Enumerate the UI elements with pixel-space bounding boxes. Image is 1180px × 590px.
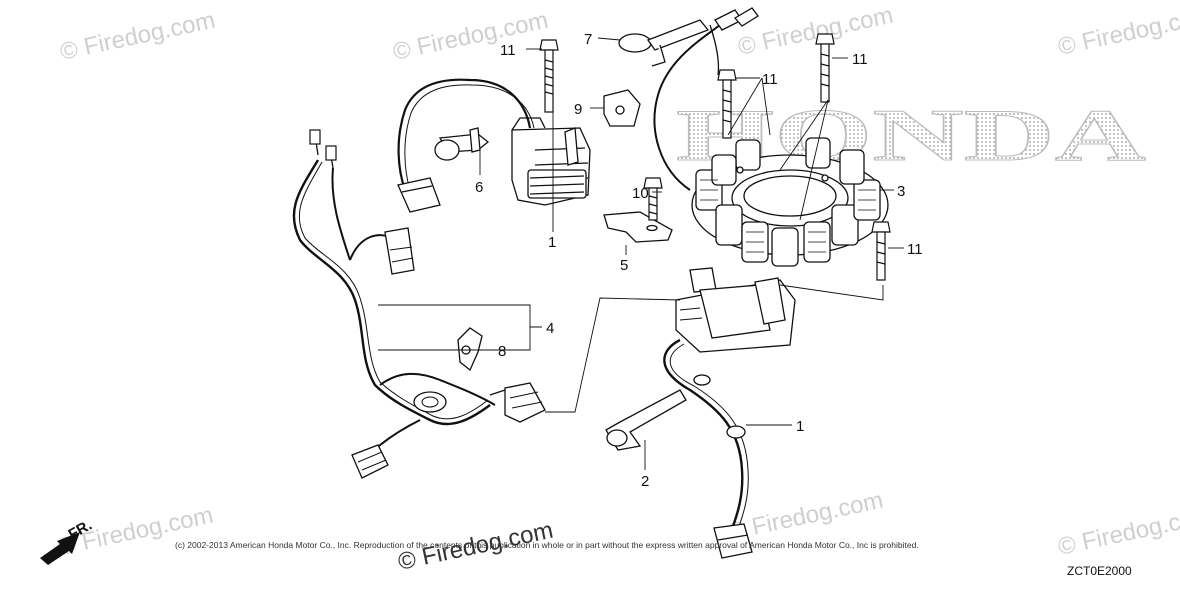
grommet-part-9: [603, 89, 641, 127]
ignition-coil-upper: [397, 78, 591, 213]
watermark: © Firedog.com: [726, 487, 886, 546]
honda-logo: HONDA: [676, 95, 1146, 177]
callout-6: 6: [475, 179, 483, 196]
callout-11: 11: [500, 42, 516, 59]
callout-10: 10: [632, 185, 649, 202]
cable-tie-part-7: [618, 19, 710, 67]
watermark: © Firedog.com: [1056, 502, 1180, 561]
callout-5: 5: [620, 257, 628, 274]
stator-part-3: [653, 7, 889, 267]
callout-11: 11: [762, 71, 778, 88]
callout-3: 3: [897, 183, 905, 200]
callout-11: 11: [852, 51, 868, 68]
watermark: © Firedog.com: [391, 7, 551, 66]
bolts: [539, 33, 891, 281]
callout-2: 2: [641, 473, 649, 490]
callout-9: 9: [574, 101, 582, 118]
callout-4: 4: [546, 320, 554, 337]
callout-1: 1: [796, 418, 804, 435]
callouts: 11 7 11 11 9 6 1 10 3 5 11 4 8 1 2: [475, 31, 923, 490]
watermark: © Firedog.com: [736, 2, 896, 61]
leader-lines: [378, 37, 904, 470]
callout-1: 1: [548, 234, 556, 251]
watermarks: © Firedog.com © Firedog.com © Firedog.co…: [56, 2, 1180, 561]
callout-8: 8: [498, 343, 506, 360]
arrow-down-left-icon: [40, 532, 80, 565]
clip-part-6: [434, 127, 490, 161]
diagram-code: ZCT0E2000: [1067, 564, 1132, 578]
wire-harness-part-4: [292, 129, 546, 479]
clip-part-2: [605, 389, 687, 451]
watermark: © Firedog.com: [1056, 2, 1180, 61]
copyright-notice: (c) 2002-2013 American Honda Motor Co., …: [175, 540, 919, 550]
clamp-part-8: [457, 327, 483, 372]
ignition-coil-lower: [663, 267, 796, 559]
callout-11: 11: [907, 241, 923, 258]
callout-7: 7: [584, 31, 592, 48]
bracket-part-5: [603, 211, 673, 243]
watermark: © Firedog.com: [58, 7, 218, 66]
